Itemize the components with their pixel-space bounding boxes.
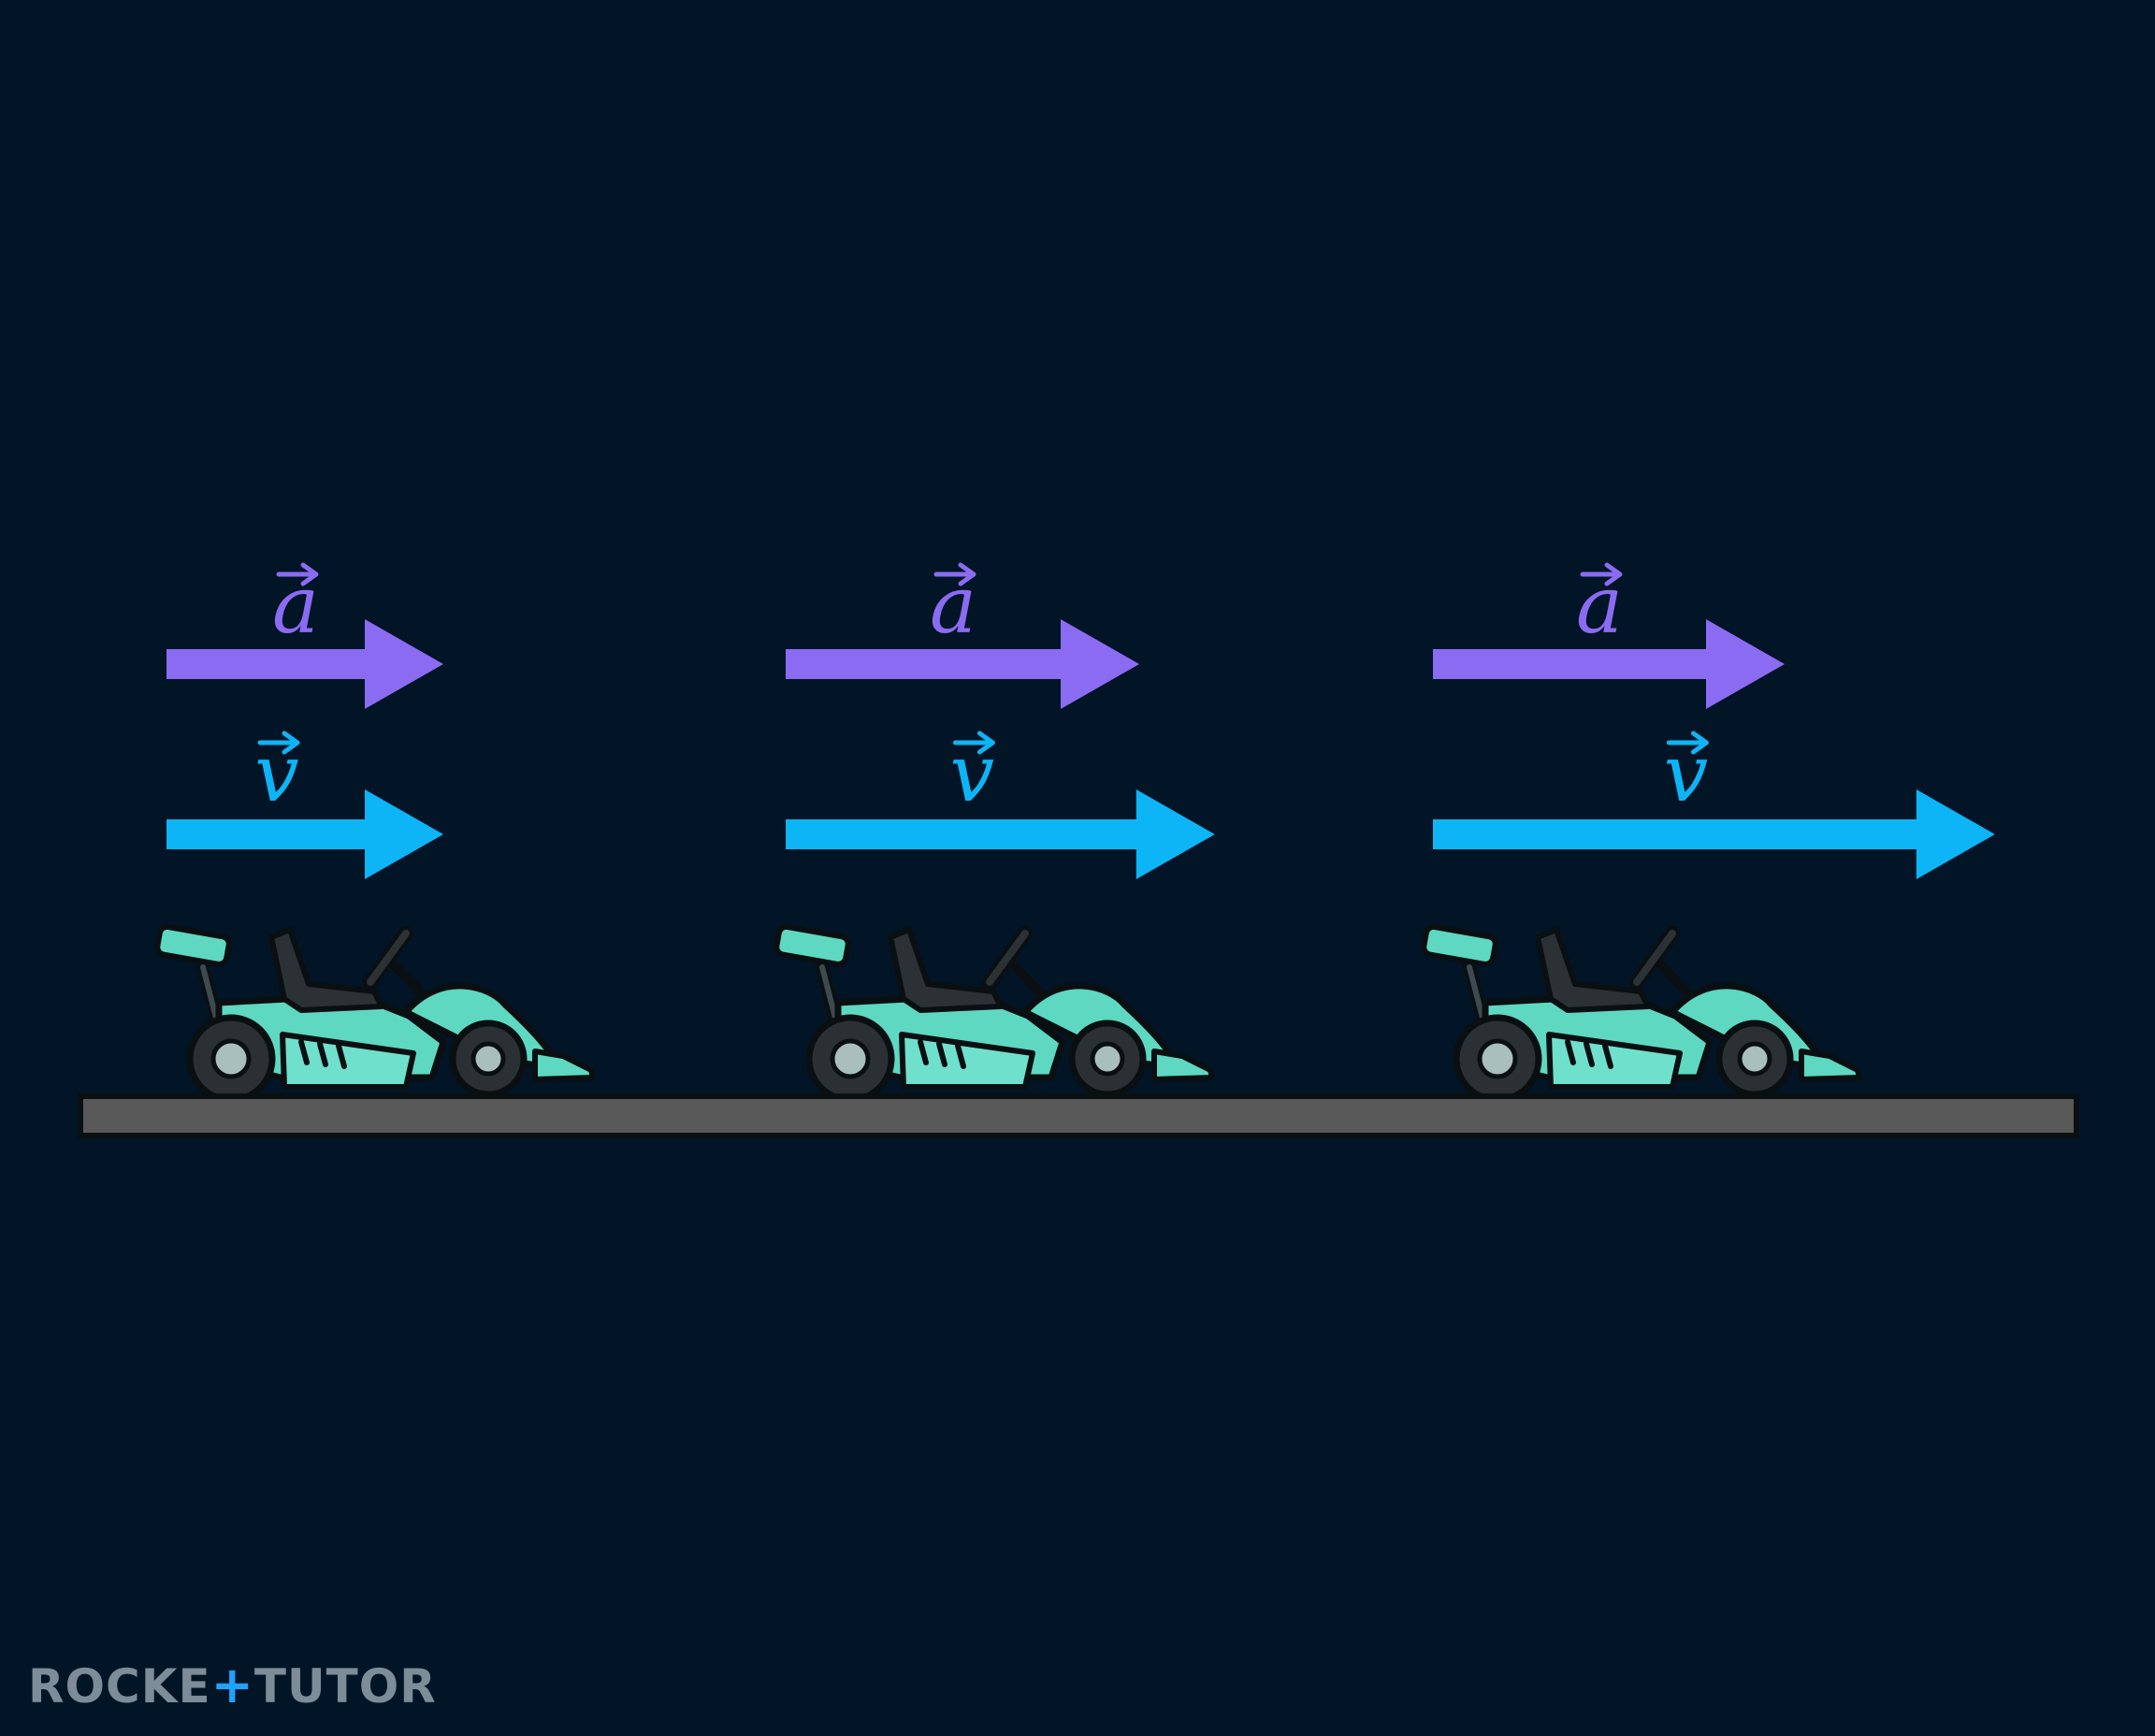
frame-3-acceleration-label-vector-arrow-icon	[1580, 562, 1623, 586]
frame-2-acceleration-label: a	[930, 559, 976, 651]
frame-3-acceleration-label: a	[1576, 559, 1623, 651]
frame-3-acceleration-arrow	[1433, 619, 1785, 709]
frame-3-kart-icon	[1423, 926, 1859, 1100]
frame-2-velocity-label: v	[950, 728, 995, 819]
frame-1-velocity-label: v	[254, 728, 300, 819]
logo-part-4: R	[399, 1659, 437, 1714]
logo-part-3: O	[359, 1659, 400, 1714]
frame-1-velocity-label-vector-arrow-icon	[257, 731, 300, 755]
frame-2-kart-icon	[775, 926, 1212, 1100]
frame-2: av	[775, 559, 1215, 1100]
frame-1-acceleration-label-vector-arrow-icon	[276, 562, 319, 586]
frame-3-velocity-label: v	[1664, 728, 1709, 819]
frame-2-acceleration-label-vector-arrow-icon	[933, 562, 976, 586]
frame-2-velocity-label-vector-arrow-icon	[952, 731, 995, 755]
frame-3-velocity-arrow	[1433, 789, 1995, 879]
frame-3: av	[1423, 559, 1995, 1100]
frame-1-acceleration-arrow	[166, 619, 443, 709]
track	[78, 1093, 2079, 1138]
frame-2-velocity-arrow	[786, 789, 1215, 879]
frame-3-velocity-label-vector-arrow-icon	[1666, 731, 1709, 755]
rockettutor-logo: ROCKE+TUTOR	[28, 1656, 437, 1714]
frame-1-acceleration-label: a	[272, 559, 319, 651]
logo-plus-glyph: +	[211, 1656, 254, 1714]
frame-1-kart-icon	[156, 926, 593, 1100]
frame-1-velocity-arrow	[166, 789, 443, 879]
logo-part-2: TUT	[254, 1659, 359, 1714]
frame-1: av	[156, 559, 593, 1100]
frame-2-acceleration-arrow	[786, 619, 1139, 709]
logo-part-1: ROCKE	[28, 1659, 211, 1714]
